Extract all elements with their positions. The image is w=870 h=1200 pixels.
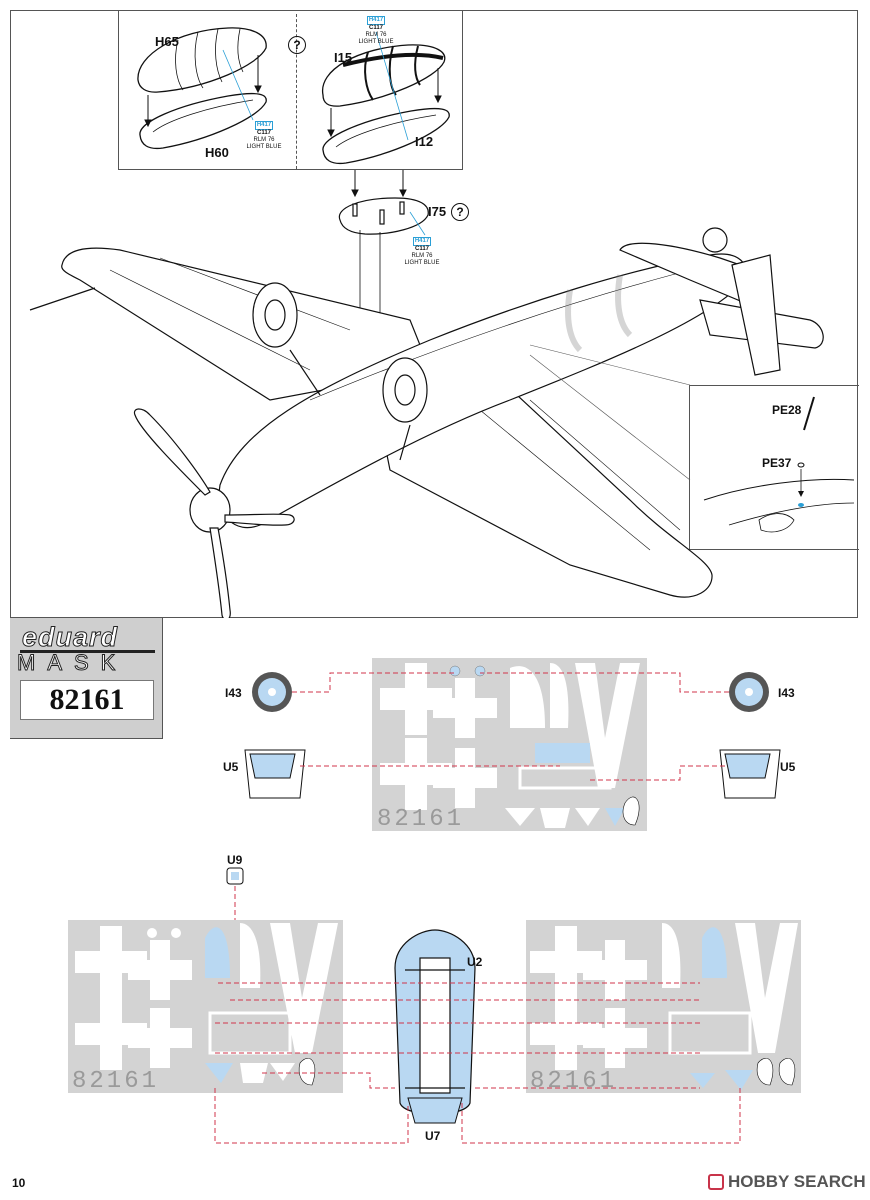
u5-windscreen-left-icon bbox=[244, 749, 306, 799]
label-h60: H60 bbox=[205, 145, 229, 160]
aircraft-drawing bbox=[29, 170, 824, 618]
sheet-number-bottom-right: 82161 bbox=[530, 1068, 618, 1095]
brand-underline bbox=[20, 650, 155, 653]
label-u7: U7 bbox=[425, 1129, 441, 1143]
h65-canopy bbox=[137, 27, 267, 93]
canopy-inset-drawing bbox=[137, 27, 450, 165]
antenna-detail-drawing bbox=[703, 396, 855, 533]
label-i12: I12 bbox=[415, 134, 434, 149]
fuselage bbox=[218, 253, 747, 529]
propeller bbox=[133, 408, 295, 618]
label-i15: I15 bbox=[334, 50, 353, 65]
question-icon-i75: ? bbox=[451, 203, 469, 221]
label-i43-left: I43 bbox=[225, 686, 242, 700]
hobby-search-watermark: HOBBY SEARCH bbox=[728, 1172, 866, 1191]
right-wing bbox=[379, 369, 713, 598]
assembly-frame bbox=[10, 10, 858, 618]
u5-windscreen-right-icon bbox=[719, 749, 781, 799]
u2-canopy-icon bbox=[394, 929, 476, 1115]
label-pe28: PE28 bbox=[772, 403, 802, 417]
paint-callout-h60: H417 C117 RLM 76 LIGHT BLUE bbox=[246, 121, 282, 150]
i15-canopy bbox=[322, 44, 446, 107]
i12-frame bbox=[322, 107, 450, 165]
antenna-detail-frame bbox=[689, 385, 859, 550]
label-h65: H65 bbox=[155, 34, 179, 49]
watermark-logo-icon bbox=[708, 1174, 724, 1190]
label-i43-right: I43 bbox=[778, 686, 795, 700]
h60-frame bbox=[139, 92, 267, 150]
label-pe37: PE37 bbox=[762, 456, 792, 470]
landing-gear bbox=[252, 282, 428, 461]
tail bbox=[619, 227, 824, 376]
page-number: 10 bbox=[12, 1176, 26, 1190]
label-u9: U9 bbox=[227, 853, 243, 867]
paint-callout-i15: H417 C117 RLM 76 LIGHT BLUE bbox=[358, 16, 394, 45]
paint-callout-i75: H417 C117 RLM 76 LIGHT BLUE bbox=[404, 237, 440, 266]
i75-cover bbox=[338, 197, 429, 235]
mask-diagram bbox=[68, 658, 801, 1144]
mask-wordmark: MASK bbox=[16, 650, 128, 676]
i43-wheel-right-icon bbox=[729, 672, 769, 712]
canopy-inset-frame bbox=[118, 10, 463, 170]
inset-divider bbox=[296, 14, 297, 169]
label-u2: U2 bbox=[467, 955, 483, 969]
u7-canopy-rear-icon bbox=[407, 1097, 463, 1124]
eduard-brand: eduard bbox=[21, 622, 119, 653]
question-icon: ? bbox=[288, 36, 306, 54]
sheet-number-top: 82161 bbox=[377, 806, 465, 833]
label-u5-left: U5 bbox=[223, 760, 239, 774]
sheet-number-bottom-left: 82161 bbox=[72, 1068, 160, 1095]
kit-number: 82161 bbox=[20, 680, 154, 720]
label-i75: I75 bbox=[428, 204, 447, 219]
i43-wheel-left-icon bbox=[252, 672, 292, 712]
label-u5-right: U5 bbox=[780, 760, 796, 774]
